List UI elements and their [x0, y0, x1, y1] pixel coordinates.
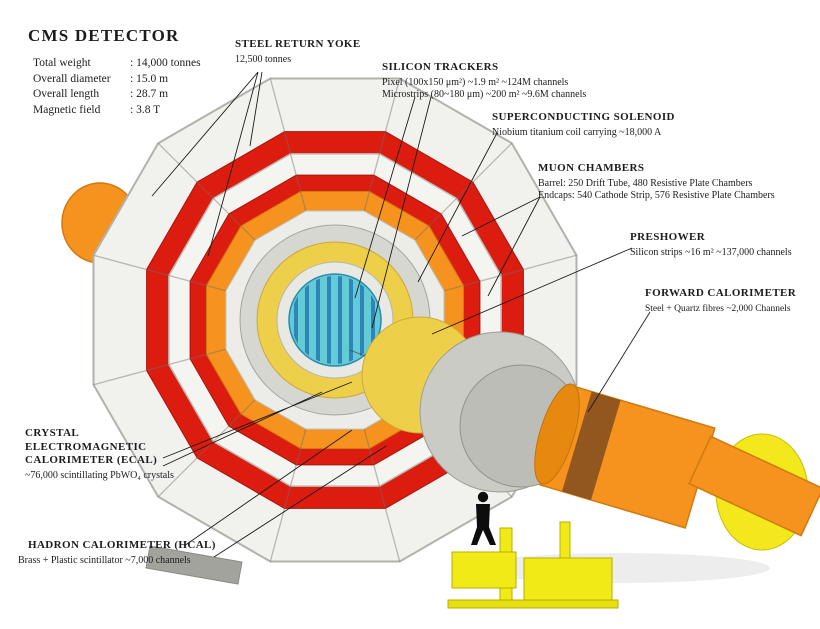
person-body: [471, 504, 496, 545]
scaffold-box: [523, 557, 613, 605]
forward-calorimeter-cap: [534, 383, 580, 485]
page-title: CMS DETECTOR: [28, 26, 180, 45]
spec-label: Total weight: [33, 57, 91, 69]
annotation-muon-chambers: MUON CHAMBERS Barrel: 250 Drift Tube, 48…: [538, 162, 775, 203]
annotation-title: SILICON TRACKERS: [382, 61, 499, 73]
annotation-superconducting-solenoid: SUPERCONDUCTING SOLENOID Niobium titaniu…: [492, 111, 675, 139]
annotation-silicon-trackers: SILICON TRACKERS Pixel (100x150 μm²) ~1.…: [382, 61, 586, 102]
annotation-line: Microstrips (80~180 μm) ~200 m² ~9.6M ch…: [382, 89, 587, 100]
tracker-core-detail: [294, 276, 375, 364]
annotation-title: SUPERCONDUCTING SOLENOID: [492, 111, 675, 123]
annotation-line: Barrel: 250 Drift Tube, 480 Resistive Pl…: [538, 177, 753, 189]
beam-pipe: [688, 435, 820, 537]
annotation-steel-return-yoke: STEEL RETURN YOKE 12,500 tonnes: [235, 38, 361, 66]
spec-row: Overall diameter : 15.0 m: [33, 72, 201, 88]
annotation-preshower: PRESHOWER Silicon strips ~16 m² ~137,000…: [630, 231, 792, 259]
annotation-title: HADRON CALORIMETER (HCAL): [28, 539, 216, 551]
annotation-title: FORWARD CALORIMETER: [645, 287, 797, 299]
spec-label: Overall length: [33, 88, 100, 100]
annotation-line: Pixel (100x150 μm²) ~1.9 m² ~124M channe…: [382, 76, 569, 88]
scaffold-base: [447, 599, 619, 609]
annotation-title: PRESHOWER: [630, 231, 706, 243]
scaffold-box: [451, 551, 517, 589]
spec-label: Overall diameter: [33, 72, 111, 85]
annotation-line: Silicon strips ~16 m² ~137,000 channels: [630, 246, 792, 258]
annotation-line: Steel + Quartz fibres ~2,000 Channels: [645, 303, 791, 314]
spec-value: : 14,000 tonnes: [130, 57, 201, 69]
annotation-ecal: CRYSTAL ELECTROMAGNETIC CALORIMETER (ECA…: [25, 427, 177, 482]
person-silhouette: [471, 491, 496, 545]
annotation-title: CRYSTAL ELECTROMAGNETIC CALORIMETER (ECA…: [25, 427, 158, 466]
spec-label: Magnetic field: [33, 103, 101, 116]
annotation-line: Brass + Plastic scintillator ~7,000 chan…: [18, 554, 191, 566]
annotation-hcal: HADRON CALORIMETER (HCAL) Brass + Plasti…: [18, 539, 216, 567]
spec-row: Overall length : 28.7 m: [33, 87, 201, 103]
annotation-line: 12,500 tonnes: [235, 53, 292, 65]
annotation-line: Endcaps: 540 Cathode Strip, 576 Resistiv…: [538, 190, 775, 201]
spec-row: Total weight : 14,000 tonnes: [33, 56, 201, 72]
spec-value: : 28.7 m: [130, 88, 169, 100]
spec-value: : 15.0 m: [130, 72, 169, 85]
leader-lines: [151, 71, 651, 558]
tracker-core: [288, 273, 382, 367]
support-foot: [145, 545, 243, 585]
spec-row: Magnetic field : 3.8 T: [33, 103, 201, 119]
annotation-line: Niobium titanium coil carrying ~18,000 A: [492, 126, 662, 138]
support-scaffold: [447, 521, 619, 609]
annotation-title: STEEL RETURN YOKE: [235, 38, 361, 50]
person-head: [477, 491, 489, 503]
annotation-title: MUON CHAMBERS: [538, 162, 645, 174]
tracker-stripes: [294, 276, 375, 364]
annotation-line: ~76,000 scintillating PbWO₄ crystals: [25, 469, 174, 481]
annotation-forward-calorimeter: FORWARD CALORIMETER Steel + Quartz fibre…: [645, 287, 796, 315]
forward-calorimeter-band: [562, 391, 621, 500]
spec-list: Total weight : 14,000 tonnes Overall diam…: [33, 56, 201, 118]
spec-value: : 3.8 T: [130, 103, 161, 116]
